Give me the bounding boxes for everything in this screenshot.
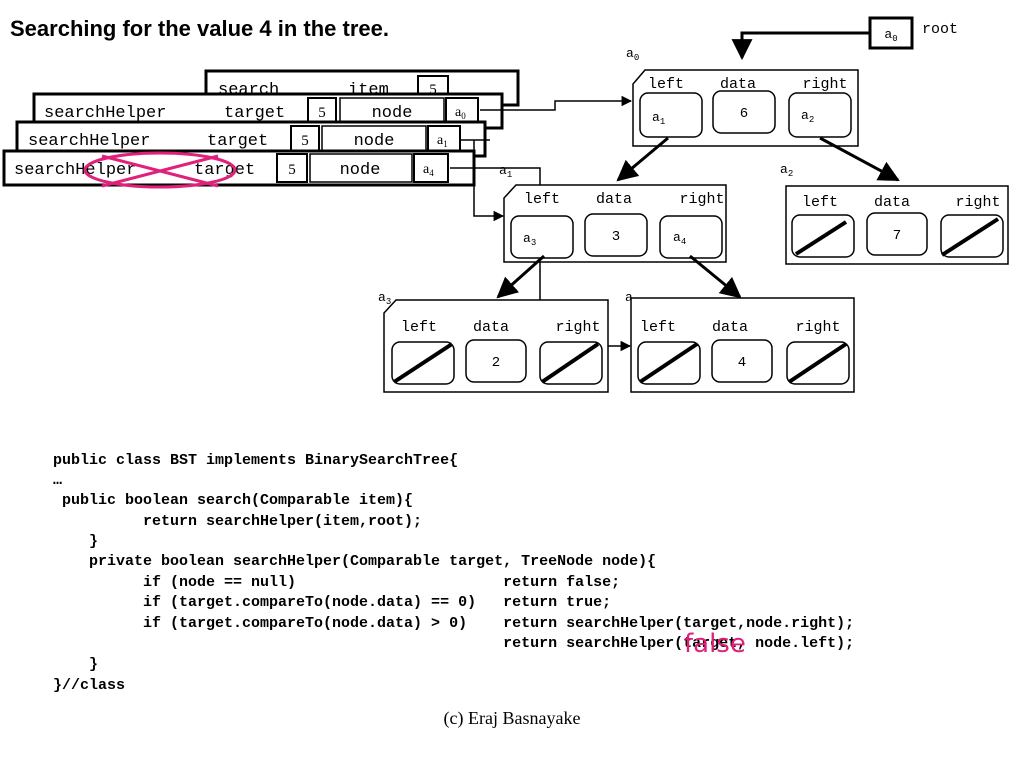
field-label-right: right — [795, 319, 840, 336]
code-line: } — [53, 533, 99, 550]
frame-node-label: node — [354, 132, 395, 151]
edge-a1-a4 — [689, 254, 742, 299]
null-slash — [392, 342, 454, 384]
frame-value: 5 — [429, 82, 437, 98]
field-label-left: left — [648, 76, 684, 93]
field-label-right: right — [679, 191, 724, 208]
field-label-left: left — [802, 194, 838, 211]
tree-node-a1: a1 left data right a3 3 a4 — [499, 163, 727, 263]
tree-node-a2: a2 left data right 7 — [780, 162, 1009, 265]
field-left — [639, 92, 703, 138]
code-line: … — [53, 472, 63, 489]
code-line: return searchHelper(target, node.left); — [53, 635, 855, 652]
field-label-left: left — [524, 191, 560, 208]
frame-ref: a0 — [455, 105, 466, 121]
frame-param: target — [194, 161, 255, 180]
node-value: 7 — [893, 228, 901, 244]
root-label: root — [922, 21, 958, 38]
code-line: return searchHelper(item,root); — [53, 513, 423, 530]
svg-text:a3: a3 — [523, 231, 536, 248]
field-label-right: right — [955, 194, 1000, 211]
svg-text:a1: a1 — [652, 110, 665, 127]
code-line: }//class — [53, 677, 126, 694]
frame-method: searchHelper — [28, 132, 150, 151]
code-line: private boolean searchHelper(Comparable … — [53, 553, 657, 570]
node-value: 3 — [612, 229, 620, 245]
frame-value: 5 — [288, 162, 296, 178]
field-label-right: right — [802, 76, 847, 93]
field-label-data: data — [720, 76, 756, 93]
frame-param: target — [207, 132, 268, 151]
code-line: if (node == null) return false; — [53, 574, 621, 591]
frame-ref: a4 — [423, 162, 434, 178]
field-right — [659, 215, 723, 259]
frame-value: 5 — [318, 105, 326, 121]
frame-method: searchHelper — [14, 161, 136, 180]
tree-node-a4: a4 left data right 4 — [625, 290, 855, 393]
node-id: a2 — [780, 162, 793, 179]
frame-param: target — [224, 104, 285, 123]
code-line: if (target.compareTo(node.data) == 0) re… — [53, 594, 612, 611]
frame-pointer-a1 — [460, 139, 505, 222]
crossed-out-mark — [83, 151, 237, 189]
node-value: 4 — [738, 355, 746, 371]
field-data — [584, 213, 648, 257]
edge-a0-a2 — [819, 136, 900, 182]
null-slash — [638, 342, 699, 384]
field-label-data: data — [712, 319, 748, 336]
null-slash — [787, 342, 848, 384]
tree-node-a0: a0 left data right a1 6 a2 — [626, 46, 859, 147]
null-slash — [940, 217, 1000, 257]
node-value: 2 — [492, 355, 500, 371]
field-data — [711, 339, 773, 383]
node-value: 6 — [740, 106, 748, 122]
frame-pointer-a0 — [480, 95, 633, 111]
null-slash — [794, 220, 848, 256]
frame-method: searchHelper — [44, 104, 166, 123]
return-value-annotation: false — [684, 629, 746, 659]
null-slash — [540, 342, 600, 384]
frame-node-label: node — [372, 104, 413, 123]
field-label-data: data — [596, 191, 632, 208]
field-label-data: data — [874, 194, 910, 211]
copyright-footer: (c) Eraj Basnayake — [443, 708, 581, 728]
field-right — [788, 92, 852, 138]
frame-value: 5 — [301, 133, 309, 149]
code-line: public class BST implements BinarySearch… — [53, 452, 459, 469]
svg-text:a4: a4 — [673, 230, 686, 247]
field-label-left: left — [401, 319, 437, 336]
field-data — [712, 90, 776, 134]
node-id: a1 — [499, 163, 512, 180]
edge-a0-a1 — [616, 136, 669, 182]
field-label-right: right — [555, 319, 600, 336]
root-pointer — [731, 31, 870, 61]
frame-ref: a1 — [437, 133, 448, 149]
tree-node-a3: a3 left data right 2 — [378, 290, 609, 393]
field-label-left: left — [640, 319, 676, 336]
field-left — [510, 215, 574, 259]
field-label-data: data — [473, 319, 509, 336]
stack-frame-helper-a4: searchHelper target 5 node a4 — [2, 149, 476, 189]
code-line: public boolean search(Comparable item){ — [53, 492, 414, 509]
page-title: Searching for the value 4 in the tree. — [10, 16, 389, 41]
code-line: if (target.compareTo(node.data) > 0) ret… — [53, 615, 855, 632]
cross-line — [101, 154, 219, 188]
node-id: a0 — [626, 46, 639, 63]
field-data — [866, 212, 928, 256]
root-ref: a0 — [884, 27, 897, 44]
node-id: a3 — [378, 290, 391, 307]
code-line: } — [53, 656, 99, 673]
frame-node-label: node — [340, 161, 381, 180]
edge-a1-a3 — [496, 254, 545, 299]
field-data — [465, 339, 527, 383]
svg-text:a2: a2 — [801, 108, 814, 125]
